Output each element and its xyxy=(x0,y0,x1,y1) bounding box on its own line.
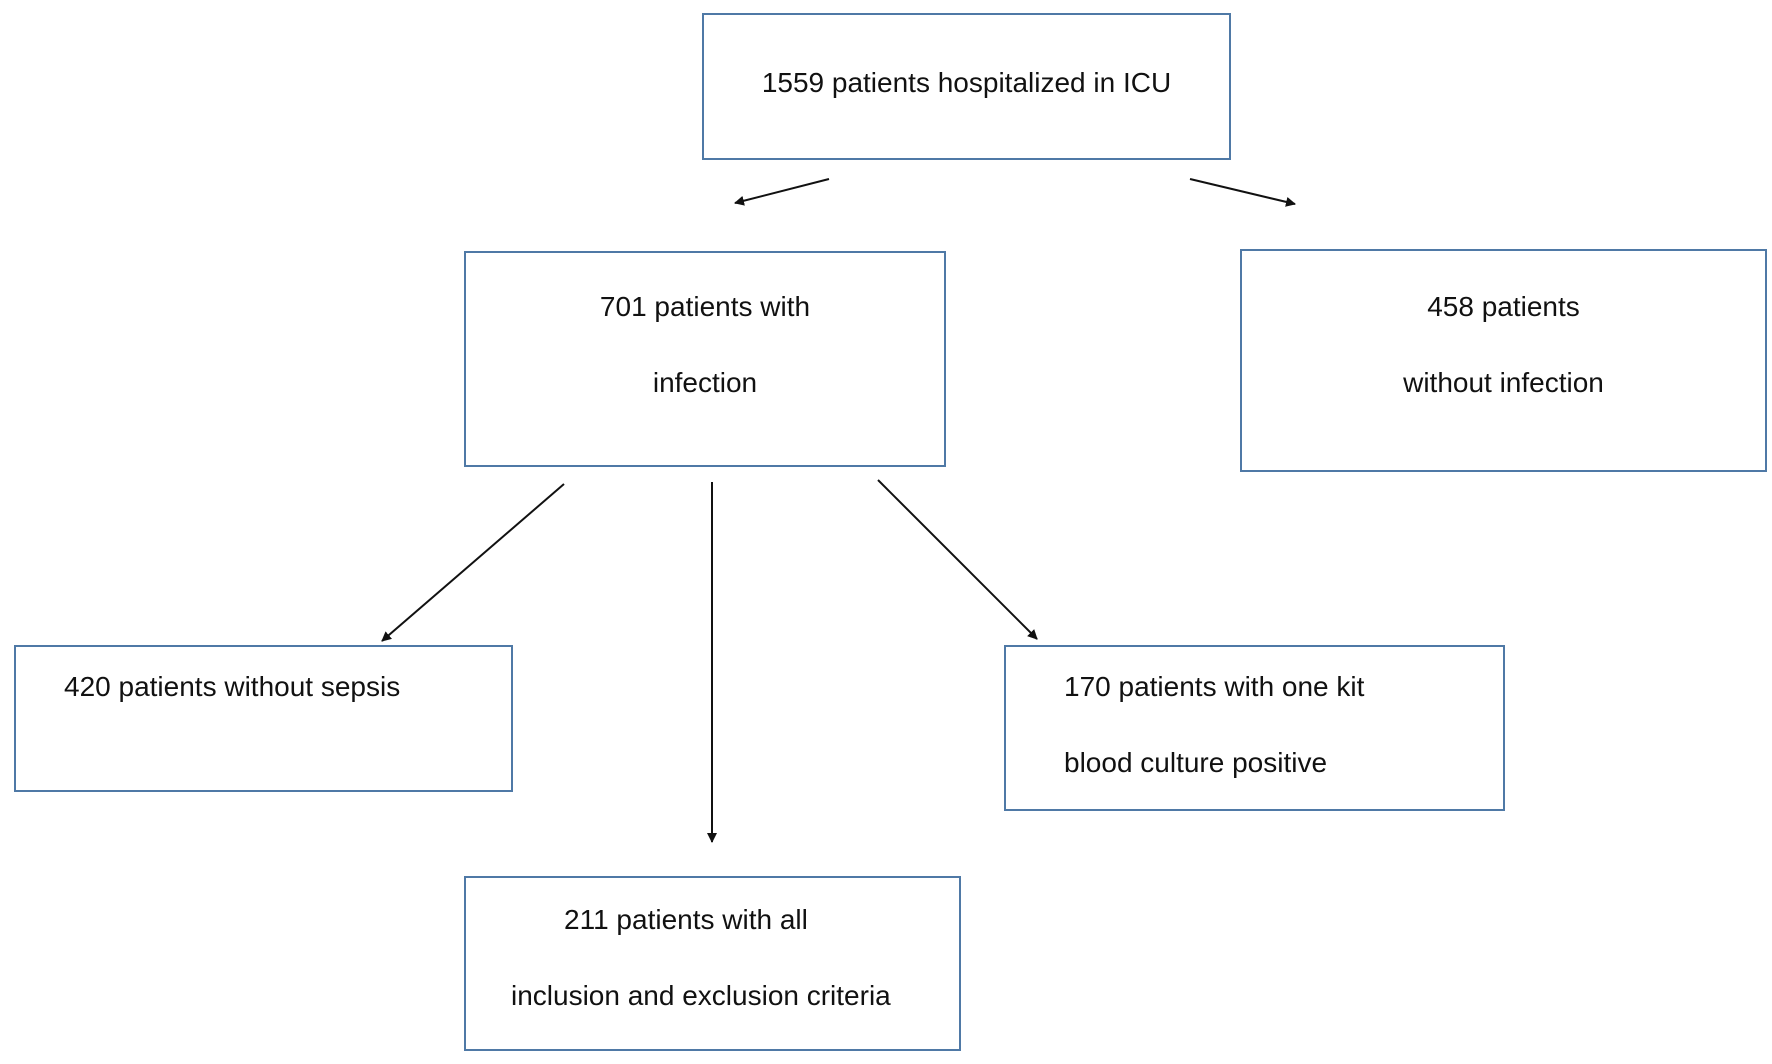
root-label: 1559 patients hospitalized in ICU xyxy=(761,67,1172,98)
no-infection-label-line-2: without infection xyxy=(1403,367,1604,398)
arrow-root-to-no-infection xyxy=(1189,178,1296,207)
no-infection-box: 458 patients without infection xyxy=(1240,249,1767,472)
criteria-label-line-2: inclusion and exclusion criteria xyxy=(511,980,891,1011)
no-sepsis-label: 420 patients without sepsis xyxy=(64,671,401,702)
root-box: 1559 patients hospitalized in ICU xyxy=(702,13,1231,160)
no-infection-label-line-1: 458 patients xyxy=(1427,291,1580,322)
infection-box: 701 patients with infection xyxy=(464,251,946,467)
arrow-infection-to-blood-culture xyxy=(877,479,1038,640)
infection-label-line-2: infection xyxy=(652,367,758,398)
blood-culture-label-line-1: 170 patients with one kit xyxy=(1064,671,1365,702)
blood-culture-box: 170 patients with one kit blood culture … xyxy=(1004,645,1505,811)
arrow-root-to-infection xyxy=(734,178,830,206)
criteria-box: 211 patients with all inclusion and excl… xyxy=(464,876,961,1051)
criteria-label-line-1: 211 patients with all xyxy=(564,904,808,935)
blood-culture-label-line-2: blood culture positive xyxy=(1064,747,1328,778)
arrow-infection-to-no-sepsis xyxy=(381,483,565,642)
no-sepsis-box: 420 patients without sepsis xyxy=(14,645,513,792)
infection-label-line-1: 701 patients with xyxy=(599,291,811,322)
